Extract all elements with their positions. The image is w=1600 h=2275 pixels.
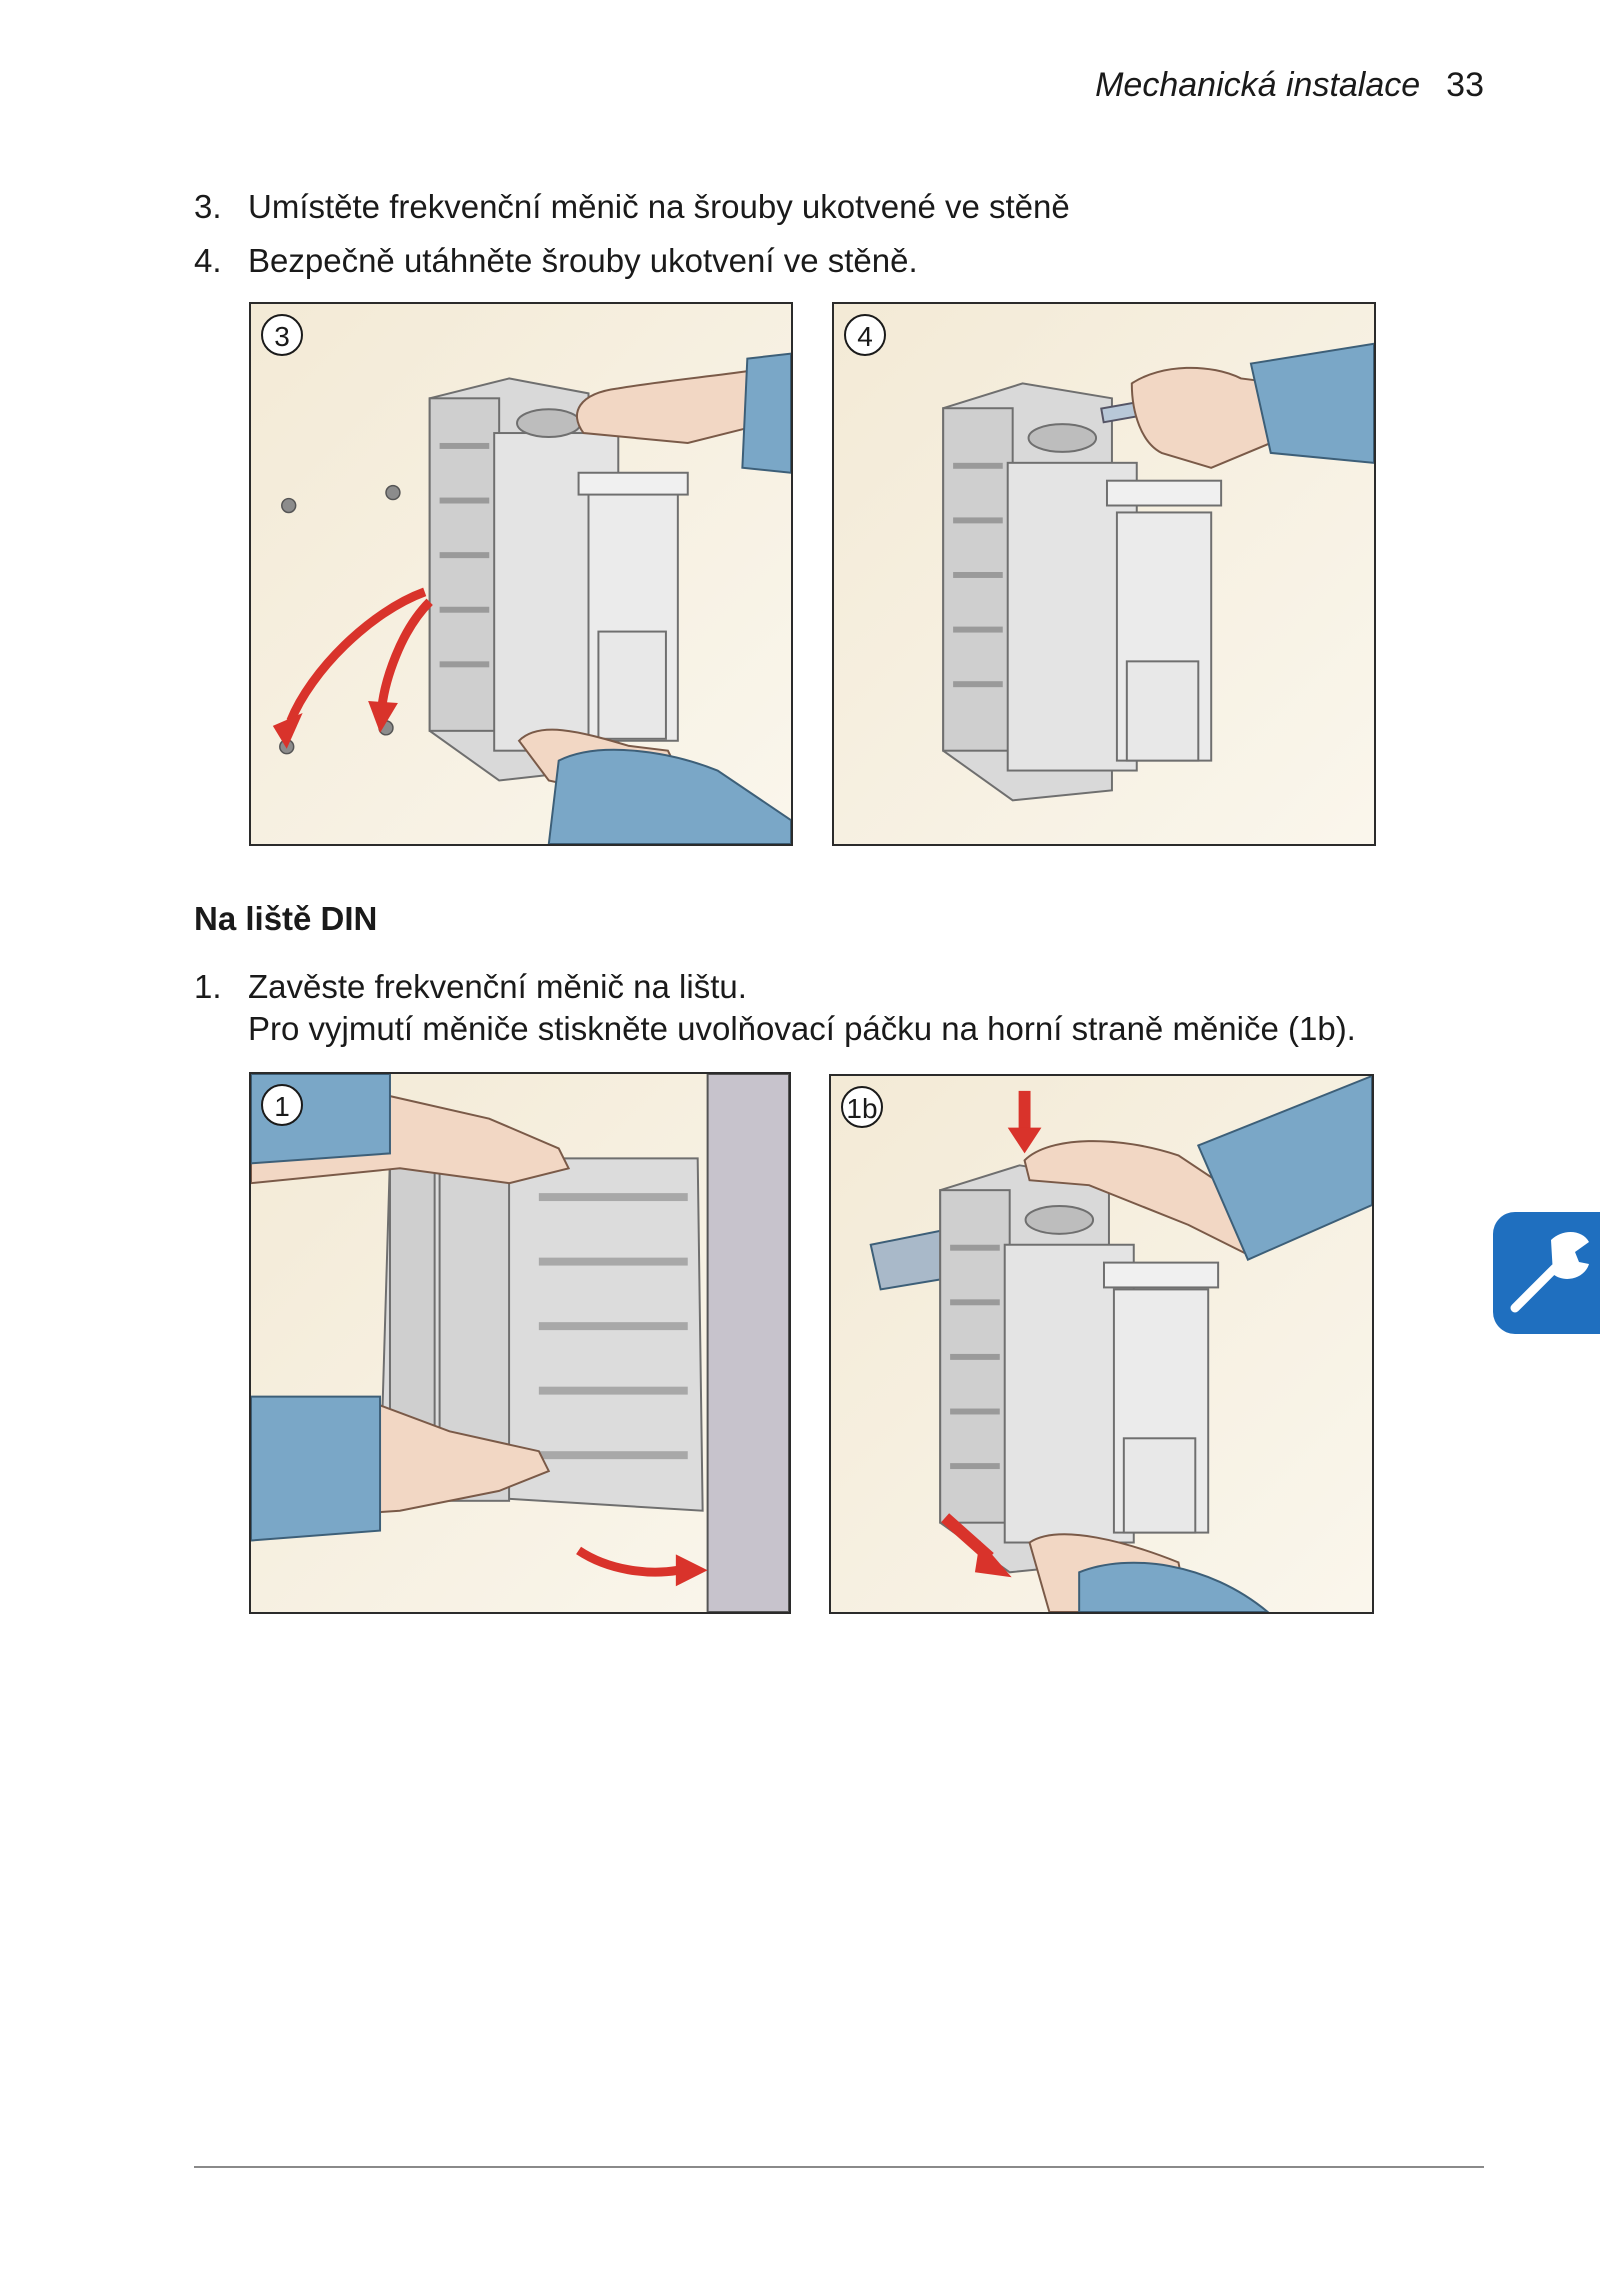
arrow-icon — [1018, 1090, 1031, 1131]
page-number: 33 — [1446, 66, 1484, 104]
wall-icon — [706, 1074, 789, 1612]
step-text: Zavěste frekvenční měnič na lištu. — [248, 968, 747, 1005]
figure-callout: 3 — [261, 314, 303, 356]
running-header: Mechanická instalace 33 — [1095, 66, 1484, 105]
chapter-tab — [1493, 1212, 1600, 1334]
step-text: Pro vyjmutí měniče stiskněte uvolňovací … — [248, 1010, 1356, 1047]
step-number: 4. — [194, 242, 222, 279]
vent-slots-icon — [950, 1244, 1000, 1470]
arrow-icon — [576, 1546, 679, 1577]
step-text: Bezpečně utáhněte šrouby ukotvení ve stě… — [248, 242, 918, 279]
footer-rule — [194, 2166, 1484, 2168]
figure-1-illustration — [251, 1074, 789, 1612]
sleeve-icon — [741, 352, 791, 474]
sleeve-icon — [1249, 342, 1374, 464]
sleeve-icon — [1078, 1561, 1270, 1612]
drive-unit-icon — [428, 377, 689, 782]
section-title: Mechanická instalace — [1095, 66, 1421, 104]
figure-3-illustration — [251, 304, 791, 844]
figure-callout: 4 — [844, 314, 886, 356]
step-number: 3. — [194, 188, 222, 225]
figure-callout: 1b — [841, 1086, 883, 1128]
figure-1-din-hang: 1 — [249, 1072, 791, 1614]
vent-slots-icon — [538, 1193, 688, 1460]
figure-1b-illustration — [831, 1076, 1372, 1612]
arrow-icon — [377, 598, 433, 707]
drive-unit-icon — [942, 382, 1223, 802]
hand-icon — [575, 362, 791, 444]
sleeve-icon — [1196, 1076, 1372, 1261]
sleeve-icon — [251, 1395, 382, 1542]
hand-icon — [1023, 1140, 1250, 1257]
vent-slots-icon — [439, 442, 490, 668]
wrench-icon — [1510, 1231, 1589, 1313]
figure-callout: 1 — [261, 1084, 303, 1126]
figure-3-wall-mount-placing: 3 — [249, 302, 793, 846]
sleeve-icon — [547, 748, 791, 844]
figure-4-illustration — [834, 304, 1374, 844]
step-number: 1. — [194, 968, 222, 1005]
vent-slots-icon — [953, 462, 1003, 688]
figure-4-tighten-screws: 4 — [832, 302, 1376, 846]
step-text: Umístěte frekvenční měnič na šrouby ukot… — [248, 188, 1070, 225]
arrow-icon — [286, 587, 427, 723]
section-heading: Na liště DIN — [194, 900, 378, 937]
figure-1b-din-release: 1b — [829, 1074, 1374, 1614]
